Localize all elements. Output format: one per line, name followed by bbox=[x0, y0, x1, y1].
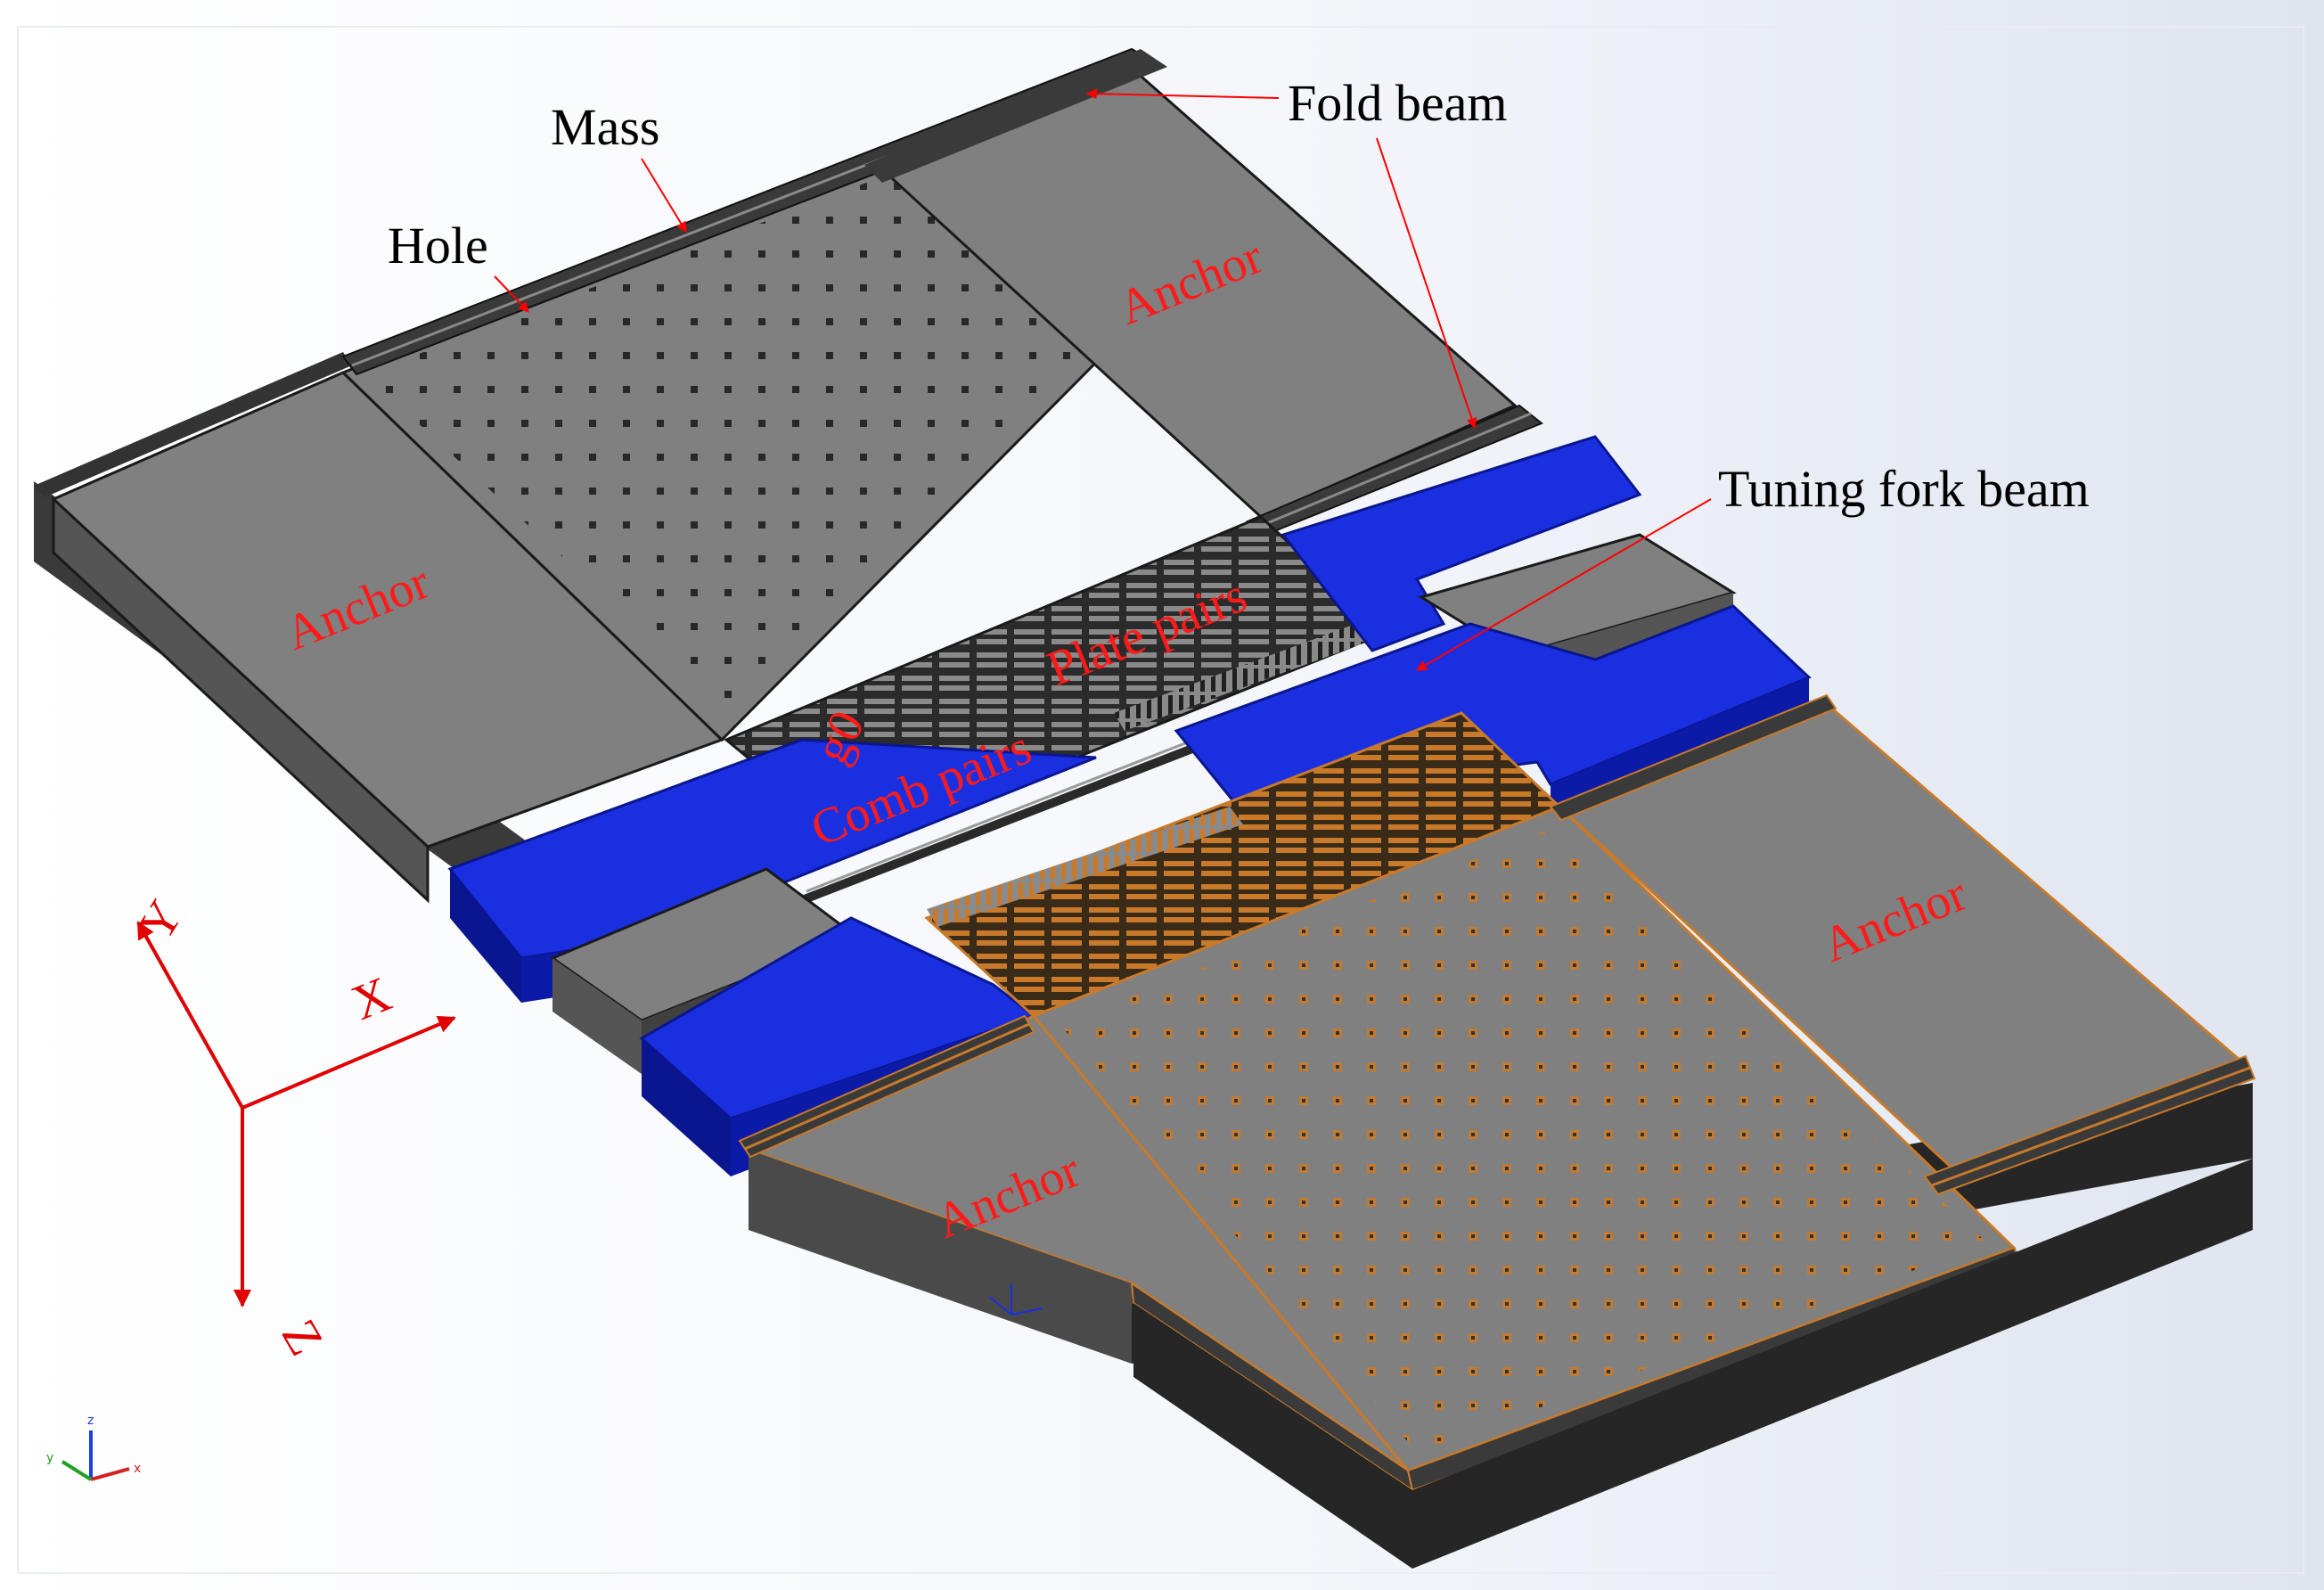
mems-device: Anchor Anchor Anchor Anchor Plate pairs … bbox=[34, 47, 2256, 1569]
y-axis-line bbox=[136, 921, 244, 1109]
anchor-top-left-side bbox=[52, 496, 430, 904]
electrode-blue-upper-left-side bbox=[450, 869, 521, 1003]
hole-callout-label: Hole bbox=[388, 217, 488, 275]
anchor-top-left-rail bbox=[34, 352, 352, 497]
electrode-blue-upper-right-top bbox=[1281, 435, 1642, 652]
tuning-fork-beam-callout-line bbox=[1415, 498, 1712, 671]
comb-fingers-upper bbox=[1114, 606, 1417, 731]
fold-beam-right-upper bbox=[864, 49, 1167, 183]
comb-fingers-lower bbox=[927, 807, 1243, 927]
x-axis-line bbox=[241, 1015, 456, 1110]
mini-axis-y: y bbox=[46, 1451, 53, 1465]
pedestal-left-side bbox=[552, 958, 642, 1074]
fold-beam-callout-label: Fold beam bbox=[1288, 74, 1507, 132]
fold-beam-callout-line-2 bbox=[1376, 137, 1477, 430]
mass-bottom-holes bbox=[1060, 829, 1987, 1453]
fold-beam-bottom-right-upper bbox=[1549, 693, 1837, 822]
fold-beam-right-line bbox=[1256, 412, 1532, 529]
mass-callout-label: Mass bbox=[551, 98, 659, 156]
fold-beam-bottom-right-line bbox=[1931, 1066, 2251, 1187]
callouts: Mass Hole Fold beam Tuning fork beam bbox=[388, 74, 2090, 671]
mini-axis-x: x bbox=[134, 1462, 141, 1476]
local-axis-icon bbox=[988, 1283, 1043, 1315]
mass-callout-line bbox=[641, 158, 687, 234]
tuning-fork-beam-callout-label: Tuning fork beam bbox=[1718, 460, 2090, 518]
electrode-blue-lower-left-side bbox=[642, 1038, 731, 1176]
fold-beam-bottom-right bbox=[1923, 1054, 2256, 1196]
fold-beam-bottom-left-line bbox=[744, 1022, 1030, 1151]
mini-axis-indicator: z x y bbox=[46, 1414, 141, 1481]
fold-beam-callout-line-1 bbox=[1085, 88, 1280, 100]
hole-callout-line bbox=[494, 275, 529, 313]
frame-line bbox=[17, 26, 2304, 1574]
mini-axis-z: z bbox=[87, 1414, 94, 1428]
